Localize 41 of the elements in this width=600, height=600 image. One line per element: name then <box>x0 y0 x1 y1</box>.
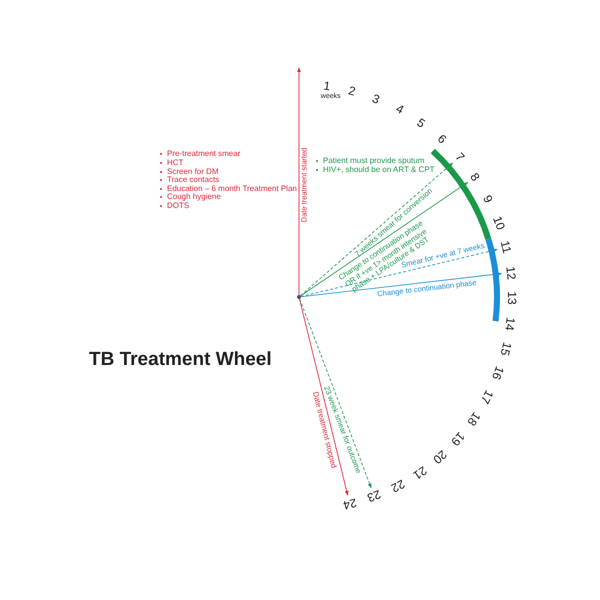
week-number: 12 <box>504 265 518 280</box>
week-number: 5 <box>415 116 428 130</box>
week-number: 21 <box>410 464 429 482</box>
list-item: Screen for DM <box>167 168 219 176</box>
week-number: 18 <box>465 410 483 428</box>
week-number: 22 <box>388 477 406 494</box>
list-item: HIV+, should be on ART & CPT <box>323 166 435 174</box>
week-number: 7 <box>452 150 466 164</box>
week-number: 23 <box>366 488 383 504</box>
list-item: DOTS <box>167 202 190 210</box>
week-number: 2 <box>347 84 357 98</box>
arrow <box>297 67 301 296</box>
arrow <box>300 162 454 296</box>
list-item: Pre-treatment smear <box>167 150 240 158</box>
week-number: 13 <box>506 291 518 305</box>
list-item: Cough hygiene <box>167 193 221 201</box>
week-number: 4 <box>394 102 406 116</box>
title: TB Treatment Wheel <box>89 348 272 372</box>
week-number: 16 <box>490 364 506 382</box>
list-item: Trace contacts <box>167 176 220 184</box>
arrow <box>299 298 348 496</box>
week-number: 17 <box>478 388 496 406</box>
week-number: 9 <box>481 194 496 206</box>
list-item: Education – 6 month Treatment Plan <box>167 185 297 193</box>
arrow <box>299 298 372 488</box>
week-number: 6 <box>435 132 448 146</box>
week-number: 1 <box>322 79 331 92</box>
week-number: 19 <box>449 430 467 448</box>
week-number: 8 <box>468 171 482 184</box>
list-item: Patient must provide sputum <box>323 157 424 165</box>
week-number: 10 <box>490 214 507 232</box>
arrow <box>300 272 502 298</box>
list-item: HCT <box>167 159 184 167</box>
week-number: 14 <box>504 316 518 332</box>
arrow <box>300 248 498 297</box>
week-number: 15 <box>498 340 514 357</box>
week-number: 11 <box>498 240 514 255</box>
week-number: 20 <box>430 448 449 466</box>
week-number: 24 <box>342 496 358 512</box>
week-number: 3 <box>371 92 382 106</box>
arrow <box>300 182 468 296</box>
